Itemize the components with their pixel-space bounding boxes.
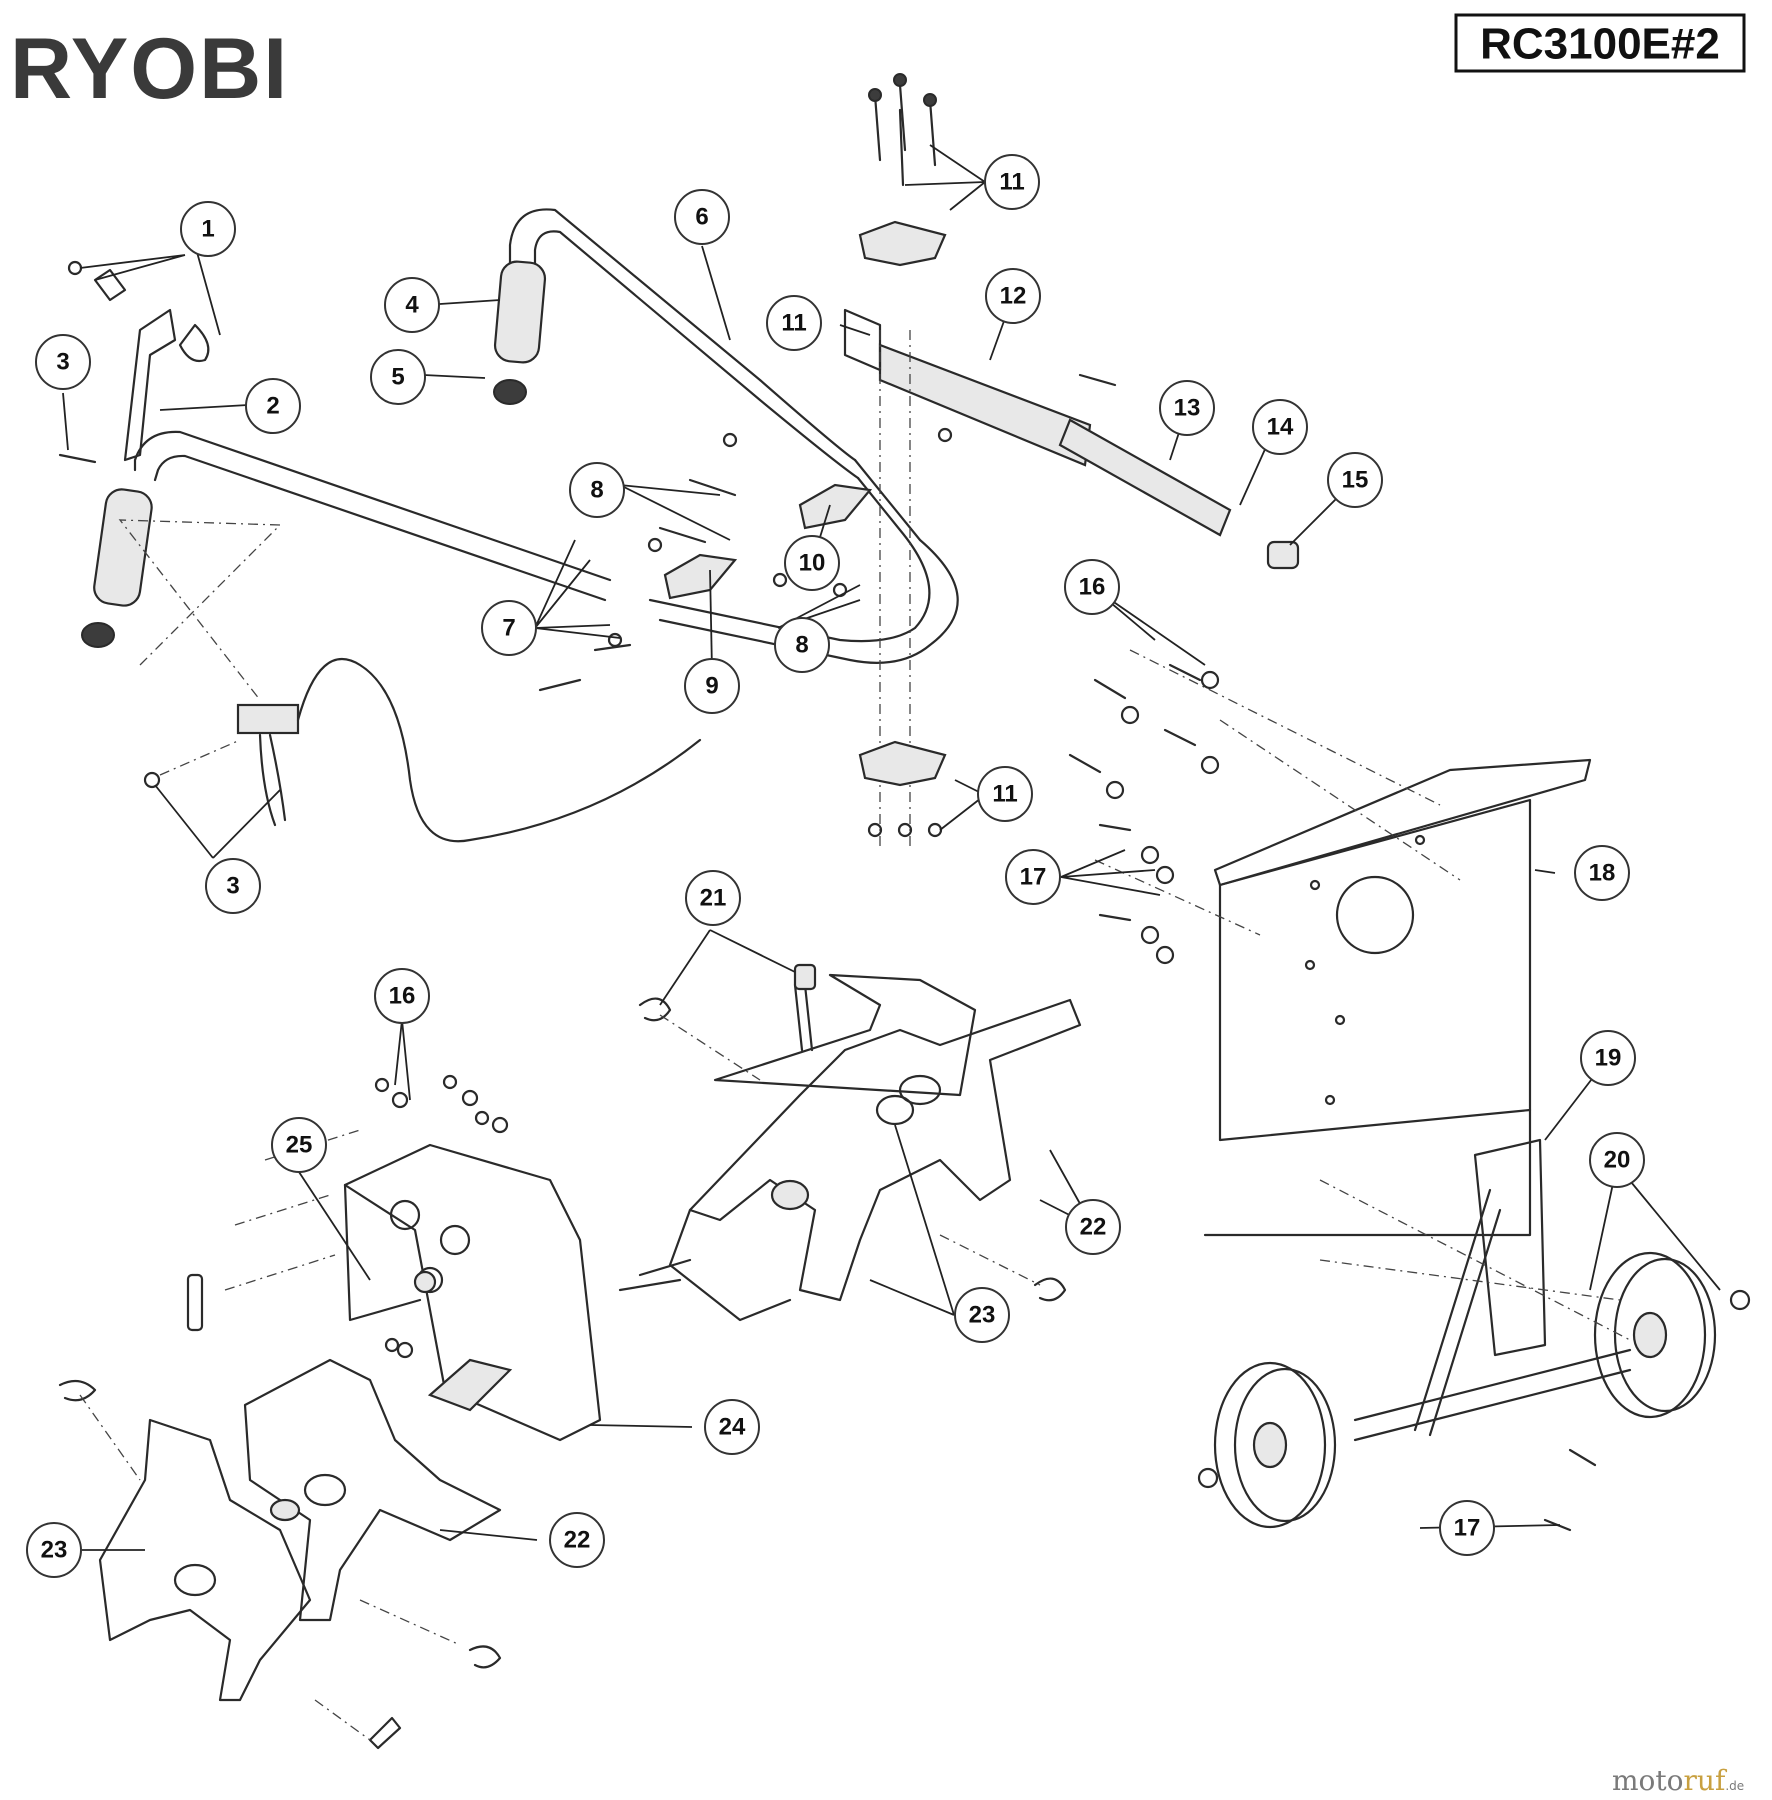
callout-17b: 17 bbox=[1439, 1500, 1495, 1556]
svg-text:2: 2 bbox=[266, 393, 279, 420]
callout-16b: 16 bbox=[374, 968, 430, 1024]
wheel-assembly bbox=[1197, 1138, 1751, 1532]
svg-text:8: 8 bbox=[795, 632, 808, 659]
svg-text:3: 3 bbox=[226, 873, 239, 900]
svg-text:13: 13 bbox=[1174, 395, 1201, 422]
handle-brackets bbox=[538, 427, 953, 692]
svg-text:11: 11 bbox=[992, 781, 1017, 808]
callout-10: 10 bbox=[784, 535, 840, 591]
callout-23b: 23 bbox=[26, 1522, 82, 1578]
svg-text:15: 15 bbox=[1342, 467, 1369, 494]
callout-8a: 8 bbox=[569, 462, 625, 518]
svg-text:7: 7 bbox=[502, 615, 515, 642]
svg-text:8: 8 bbox=[590, 477, 603, 504]
center-column-assembly bbox=[843, 73, 1300, 850]
callout-4: 4 bbox=[384, 277, 440, 333]
svg-text:22: 22 bbox=[564, 1527, 591, 1554]
throttle-cable bbox=[118, 519, 702, 843]
callout-11b: 11 bbox=[766, 295, 822, 351]
gearbox-assembly bbox=[224, 1074, 692, 1442]
svg-text:6: 6 bbox=[695, 204, 708, 231]
engine-mount-plate bbox=[1094, 649, 1592, 1237]
svg-text:16: 16 bbox=[389, 983, 416, 1010]
svg-text:17: 17 bbox=[1020, 864, 1047, 891]
svg-text:19: 19 bbox=[1595, 1045, 1622, 1072]
svg-text:11: 11 bbox=[781, 310, 806, 337]
callout-1: 1 bbox=[180, 201, 236, 257]
handlebar-assembly bbox=[58, 208, 959, 664]
callout-7: 7 bbox=[481, 600, 537, 656]
svg-text:18: 18 bbox=[1589, 860, 1616, 887]
svg-text:14: 14 bbox=[1267, 414, 1294, 441]
plate-fasteners bbox=[1068, 663, 1220, 965]
svg-text:21: 21 bbox=[700, 885, 727, 912]
svg-text:3: 3 bbox=[56, 349, 69, 376]
callout-15: 15 bbox=[1327, 452, 1383, 508]
brand-logo: RYOBI bbox=[10, 21, 289, 117]
callout-2: 2 bbox=[245, 378, 301, 434]
callout-21: 21 bbox=[685, 870, 741, 926]
svg-text:20: 20 bbox=[1604, 1147, 1631, 1174]
callout-6: 6 bbox=[674, 189, 730, 245]
svg-text:4: 4 bbox=[405, 292, 419, 319]
callout-17a: 17 bbox=[1005, 849, 1061, 905]
model-number-box: RC3100E#2 bbox=[1454, 13, 1746, 73]
watermark: motoruf.de bbox=[1612, 1764, 1744, 1797]
svg-text:RC3100E#2: RC3100E#2 bbox=[1480, 20, 1720, 69]
callout-24: 24 bbox=[704, 1399, 760, 1455]
svg-text:16: 16 bbox=[1079, 574, 1106, 601]
svg-text:25: 25 bbox=[286, 1132, 313, 1159]
svg-text:9: 9 bbox=[705, 673, 718, 700]
svg-text:22: 22 bbox=[1080, 1214, 1107, 1241]
svg-text:10: 10 bbox=[799, 550, 826, 577]
svg-text:23: 23 bbox=[969, 1302, 996, 1329]
callout-19: 19 bbox=[1580, 1030, 1636, 1086]
callout-16a: 16 bbox=[1064, 559, 1120, 615]
callout-8b: 8 bbox=[774, 617, 830, 673]
callout-20: 20 bbox=[1589, 1132, 1645, 1188]
callout-3b: 3 bbox=[205, 858, 261, 914]
callout-18: 18 bbox=[1574, 845, 1630, 901]
callout-5: 5 bbox=[370, 349, 426, 405]
callout-23a: 23 bbox=[954, 1287, 1010, 1343]
svg-text:17: 17 bbox=[1454, 1515, 1481, 1542]
svg-text:5: 5 bbox=[391, 364, 404, 391]
callout-22b: 22 bbox=[549, 1512, 605, 1568]
svg-text:motoruf.de: motoruf.de bbox=[1612, 1764, 1744, 1797]
right-tine-assembly bbox=[638, 963, 1082, 1322]
callout-22a: 22 bbox=[1065, 1199, 1121, 1255]
svg-text:1: 1 bbox=[201, 216, 214, 243]
callout-13: 13 bbox=[1159, 380, 1215, 436]
callout-3a: 3 bbox=[35, 334, 91, 390]
svg-text:23: 23 bbox=[41, 1537, 68, 1564]
callout-11a: 11 bbox=[984, 154, 1040, 210]
svg-text:12: 12 bbox=[1000, 283, 1027, 310]
callout-25: 25 bbox=[271, 1117, 327, 1173]
left-tine-assembly bbox=[58, 1273, 502, 1750]
svg-text:11: 11 bbox=[999, 169, 1024, 196]
callout-11c: 11 bbox=[977, 766, 1033, 822]
callout-9: 9 bbox=[684, 658, 740, 714]
callout-12: 12 bbox=[985, 268, 1041, 324]
callout-14: 14 bbox=[1252, 399, 1308, 455]
svg-text:24: 24 bbox=[719, 1414, 746, 1441]
